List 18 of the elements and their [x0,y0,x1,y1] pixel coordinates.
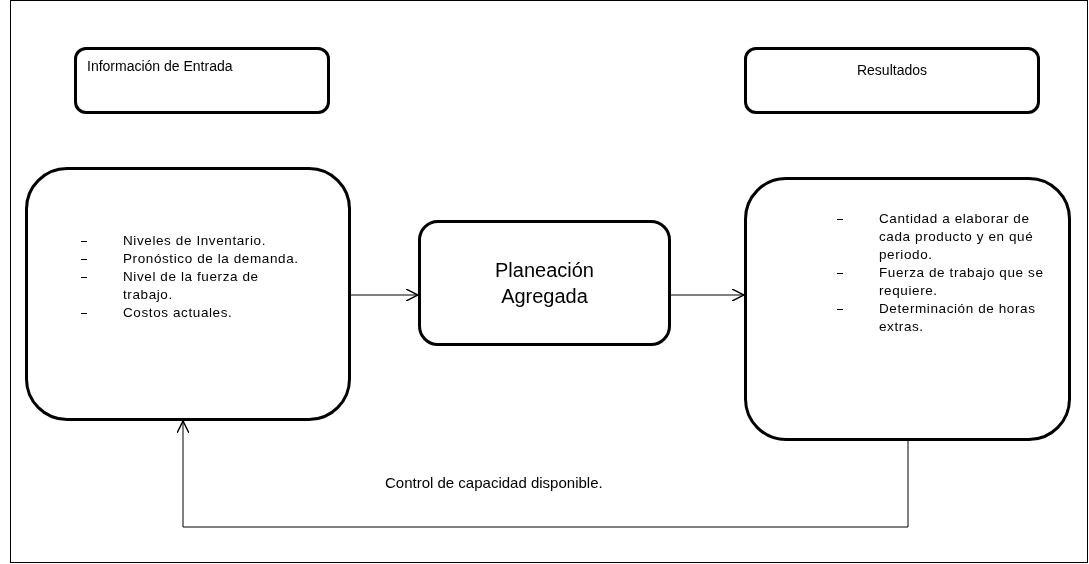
box-title: Resultados [855,62,928,79]
list-item-text: Determinación de horas extras. [879,300,1037,336]
arrow [350,288,419,302]
box-title: Planeación Agregada [494,258,595,309]
list-item-text: Fuerza de trabajo que se requiere. [879,264,1045,300]
list-item-text: Costos actuales. [123,304,234,322]
list-box [25,167,351,421]
process-box [418,220,671,346]
arrow [176,420,909,528]
process-box [744,47,1040,114]
list-item-text: Niveles de Inventario. [123,232,268,250]
list-item-text: Pronóstico de la demanda. [123,250,300,268]
arrow [670,288,745,302]
process-box [74,47,330,114]
list-item-text: Cantidad a elaborar de cada producto y en qué periodo. [879,210,1035,264]
list-item-text: Nivel de la fuerza de trabajo. [123,268,260,304]
box-title: Información de Entrada [87,58,234,75]
list-box [744,177,1071,441]
